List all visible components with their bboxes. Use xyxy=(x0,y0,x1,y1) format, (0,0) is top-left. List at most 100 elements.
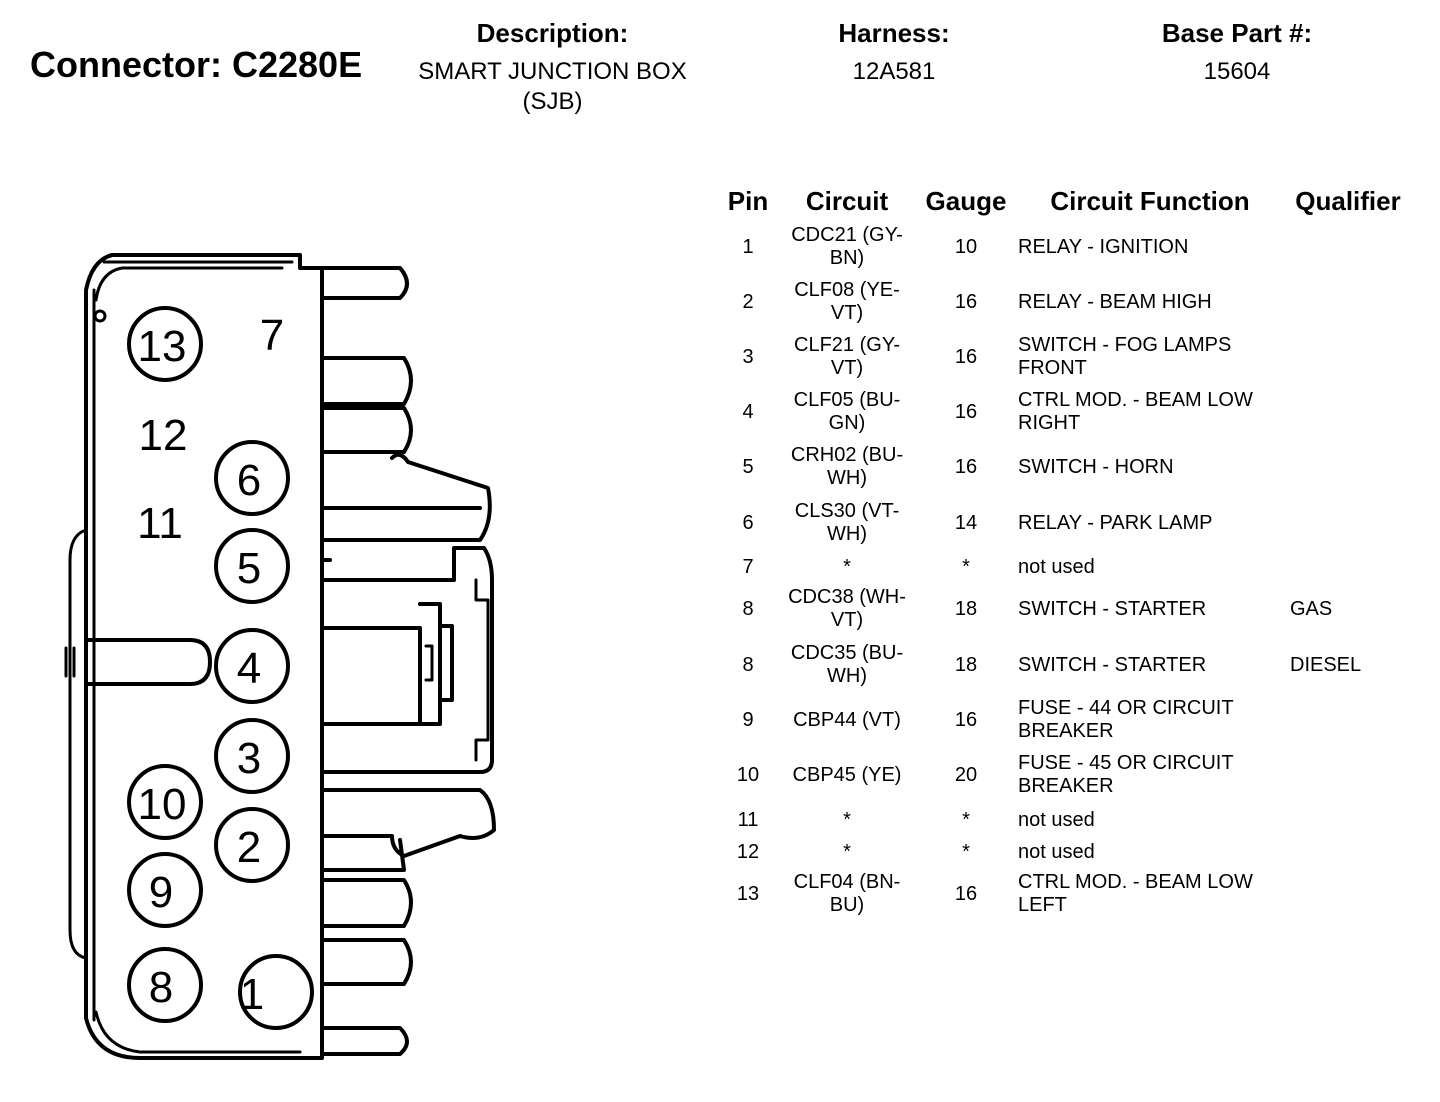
gauge-cell: 16 xyxy=(954,708,978,731)
circuit-cell: CDC21 (GY-BN) xyxy=(778,224,916,270)
table-row: 5 CRH02 (BU-WH) 16 SWITCH - HORN xyxy=(0,444,1440,490)
pin-numbers: 1 2 3 4 5 6 7 8 9 10 11 12 13 xyxy=(137,311,284,1019)
function-cell: not used xyxy=(1018,807,1278,833)
function-line-1: CTRL MOD. - BEAM LOW xyxy=(1018,871,1253,893)
circuit-line-1: CLF04 (BN- xyxy=(793,871,901,893)
circuit-line-1: CDC35 (BU- xyxy=(790,642,904,664)
function-line-1: SWITCH - FOG LAMPS xyxy=(1018,334,1232,356)
function-line-1: RELAY - PARK LAMP xyxy=(1018,511,1213,534)
circuit-line-1: * xyxy=(843,840,851,863)
pin-label-2: 2 xyxy=(237,823,261,872)
qualifier-cell xyxy=(1290,697,1430,743)
circuit-cell: * xyxy=(778,807,916,833)
pin-cell: 4 xyxy=(742,400,754,423)
function-line-2: BREAKER xyxy=(1018,775,1114,797)
circuit-cell: * xyxy=(778,554,916,580)
function-line-2: BREAKER xyxy=(1018,720,1114,742)
circuit-line-2: WH) xyxy=(827,665,867,687)
table-row: 2 CLF08 (YE-VT) 16 RELAY - BEAM HIGH xyxy=(0,279,1440,325)
function-line-2: FRONT xyxy=(1018,357,1087,379)
circuit-cell: CLS30 (VT-WH) xyxy=(778,500,916,546)
pin-label-11: 11 xyxy=(137,499,183,548)
connector-housing-outline xyxy=(64,253,496,1060)
function-line-1: not used xyxy=(1018,555,1095,578)
base-part-value: 15604 xyxy=(1203,58,1271,85)
qualifier-cell xyxy=(1290,839,1430,865)
pin-cell: 12 xyxy=(736,840,760,863)
pin-label-10: 10 xyxy=(138,780,187,829)
pin-2-circle xyxy=(214,807,290,883)
pin-8-circle xyxy=(127,947,203,1023)
circuit-cell: CBP44 (VT) xyxy=(778,697,916,743)
column-header-circuit-function: Circuit Function xyxy=(1050,186,1250,216)
pin-cell: 11 xyxy=(737,808,759,831)
gauge-cell: * xyxy=(962,840,970,863)
pin-cell: 2 xyxy=(742,290,754,313)
gauge-cell: 16 xyxy=(954,400,978,423)
description-line-2: (SJB) xyxy=(522,88,583,115)
function-line-1: SWITCH - HORN xyxy=(1018,455,1174,478)
gauge-cell: 10 xyxy=(954,235,978,258)
pin-label-9: 9 xyxy=(149,868,173,917)
circuit-line-1: * xyxy=(843,808,851,831)
pin-label-12: 12 xyxy=(139,411,188,460)
circuit-line-2: VT) xyxy=(830,302,864,324)
circuit-line-1: * xyxy=(843,555,851,578)
harness-label: Harness: xyxy=(838,18,950,48)
circuit-line-1: CBP45 (YE) xyxy=(792,763,902,786)
pin-3-circle xyxy=(214,718,290,794)
qualifier-cell xyxy=(1290,500,1430,546)
pin-label-13: 13 xyxy=(138,322,187,371)
gauge-cell: 16 xyxy=(954,882,978,905)
function-line-2: RIGHT xyxy=(1018,412,1081,434)
function-line-2: LEFT xyxy=(1018,894,1067,916)
pin-label-8: 8 xyxy=(149,963,173,1012)
qualifier-cell: GAS xyxy=(1290,597,1333,620)
table-row: 6 CLS30 (VT-WH) 14 RELAY - PARK LAMP xyxy=(0,500,1440,546)
function-cell: RELAY - BEAM HIGH xyxy=(1018,279,1278,325)
pin-cell: 8 xyxy=(742,597,754,620)
pin-label-1: 1 xyxy=(240,970,264,1019)
column-header-pin: Pin xyxy=(727,186,769,216)
pin-cell: 3 xyxy=(742,345,754,368)
circuit-line-2: WH) xyxy=(827,523,867,545)
qualifier-cell xyxy=(1290,807,1430,833)
gauge-cell: 14 xyxy=(954,511,978,534)
circuit-cell: CDC35 (BU-WH) xyxy=(778,642,916,688)
circuit-line-2: VT) xyxy=(830,357,864,379)
pin-label-4: 4 xyxy=(237,644,261,693)
gauge-cell: 18 xyxy=(954,597,978,620)
qualifier-cell xyxy=(1290,334,1430,380)
column-header-gauge: Gauge xyxy=(925,186,1007,216)
pin-cell: 6 xyxy=(742,511,754,534)
function-line-1: SWITCH - STARTER xyxy=(1018,653,1207,676)
circuit-line-2: VT) xyxy=(830,609,864,631)
circuit-line-2: BU) xyxy=(829,894,865,916)
pin-label-5: 5 xyxy=(237,544,261,593)
pin-6-circle xyxy=(214,440,290,516)
pin-cell: 7 xyxy=(742,555,754,578)
function-line-1: FUSE - 45 OR CIRCUIT xyxy=(1018,752,1234,774)
circuit-line-1: CDC21 (GY- xyxy=(791,224,903,246)
table-row: 1 CDC21 (GY-BN) 10 RELAY - IGNITION xyxy=(0,224,1440,270)
circuit-line-2: GN) xyxy=(828,412,866,434)
table-row: 8 CDC38 (WH-VT) 18 SWITCH - STARTER GAS xyxy=(0,586,1440,632)
circuit-cell: CLF05 (BU-GN) xyxy=(778,389,916,435)
pin-10-circle xyxy=(127,764,203,840)
function-cell: SWITCH - STARTER xyxy=(1018,586,1278,632)
function-cell: SWITCH - STARTER xyxy=(1018,642,1278,688)
gauge-cell: 16 xyxy=(954,455,978,478)
pin-cell: 8 xyxy=(742,653,754,676)
table-row: 12 * * not used xyxy=(0,839,1440,865)
table-row: 11 * * not used xyxy=(0,807,1440,833)
circuit-line-1: CLF08 (YE- xyxy=(794,279,900,301)
circuit-cell: CLF08 (YE-VT) xyxy=(778,279,916,325)
